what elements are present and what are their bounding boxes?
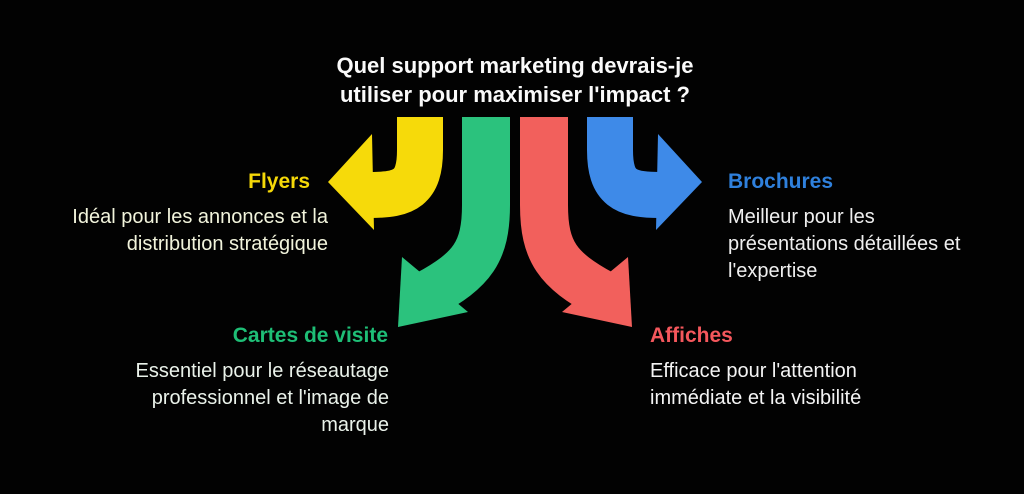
affiches-arrow [520,117,632,327]
affiches-label: Affiches [650,324,733,347]
flyers-label: Flyers [248,170,310,193]
flyers-description: Idéal pour les annonces et la distributi… [72,206,328,255]
arrow-cluster [328,117,702,327]
brochures-arrow [587,117,702,230]
brochures-arrow-shaft [587,117,661,218]
brochures-arrow-head [656,134,702,230]
flyers-arrow-shaft [369,117,443,218]
flyers-arrow-head [328,134,374,230]
brochures-description: Meilleur pour les présentations détaillé… [728,206,961,282]
affiches-description: Efficace pour l'attention immédiate et l… [650,360,862,409]
flyers-arrow [328,117,443,230]
affiches-arrow-head [562,257,632,327]
cartes-de-visite-label: Cartes de visite [232,324,388,347]
diagram-title: Quel support marketing devrais-je utilis… [336,53,694,107]
cartes-de-visite-description: Essentiel pour le réseautage professionn… [135,360,390,436]
cartes-de-visite-arrow-head [398,257,468,327]
cartes-de-visite-arrow [398,117,510,327]
affiches-arrow-shaft [520,117,614,316]
brochures-label: Brochures [728,170,834,193]
cartes-de-visite-arrow-shaft [416,117,510,316]
